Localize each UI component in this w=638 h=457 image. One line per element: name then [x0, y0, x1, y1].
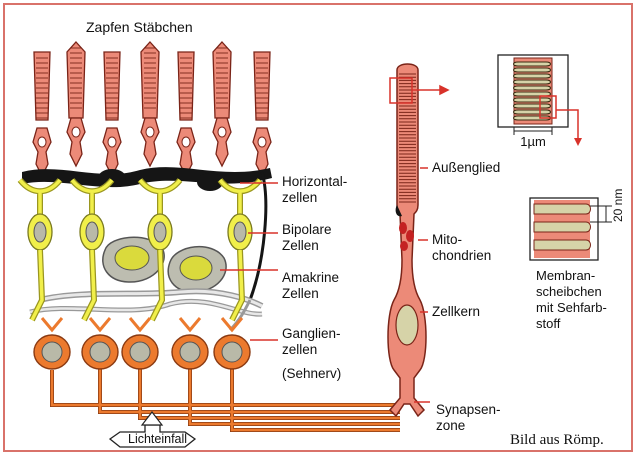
synapse-zone-label: Synapsen- zone	[436, 402, 501, 434]
ganglion-cells	[34, 318, 250, 369]
scale-1um-label: 1µm	[514, 134, 552, 149]
membrane-disks-label: Membran- scheibchen mit Sehfarb- stoff	[536, 268, 607, 332]
mitochondria-label: Mito- chondrien	[432, 232, 491, 264]
ganglion-cell	[82, 318, 118, 369]
amacrine-cells-label: Amakrine Zellen	[282, 270, 339, 302]
bipolar-cell	[220, 180, 260, 320]
light-incidence-label: Lichteinfall	[128, 431, 187, 447]
label-pointers	[220, 183, 278, 340]
membrane-disk-detail	[530, 198, 612, 260]
ganglion-cell	[172, 318, 208, 369]
photoreceptor	[177, 52, 195, 176]
image-credit: Bild aus Römp.	[510, 432, 604, 449]
nucleus-label: Zellkern	[432, 304, 480, 320]
outer-segment-label: Außenglied	[432, 160, 500, 176]
bipolar-cells-label: Bipolare Zellen	[282, 222, 332, 254]
ganglion-cell	[122, 318, 158, 369]
optic-nerve-fibers	[52, 360, 400, 430]
receptor-type-label: Zapfen Stäbchen	[86, 19, 193, 35]
ganglion-cells-label: Ganglien- zellen	[282, 326, 341, 358]
photoreceptor	[141, 42, 159, 166]
photoreceptor	[67, 42, 85, 166]
photoreceptor	[213, 42, 231, 166]
scale-20nm-label: 20 nm	[610, 189, 626, 222]
optic-nerve-label: (Sehnerv)	[282, 366, 341, 382]
photoreceptor	[103, 52, 121, 176]
photoreceptor-row	[33, 42, 271, 176]
photoreceptor	[33, 52, 51, 176]
amacrine-cells	[30, 237, 262, 330]
photoreceptor	[253, 52, 271, 176]
ganglion-cell	[34, 318, 70, 369]
ganglion-cell	[214, 318, 250, 369]
horizontal-cells-label: Horizontal- zellen	[282, 174, 347, 206]
disk-detail-box	[498, 55, 582, 146]
